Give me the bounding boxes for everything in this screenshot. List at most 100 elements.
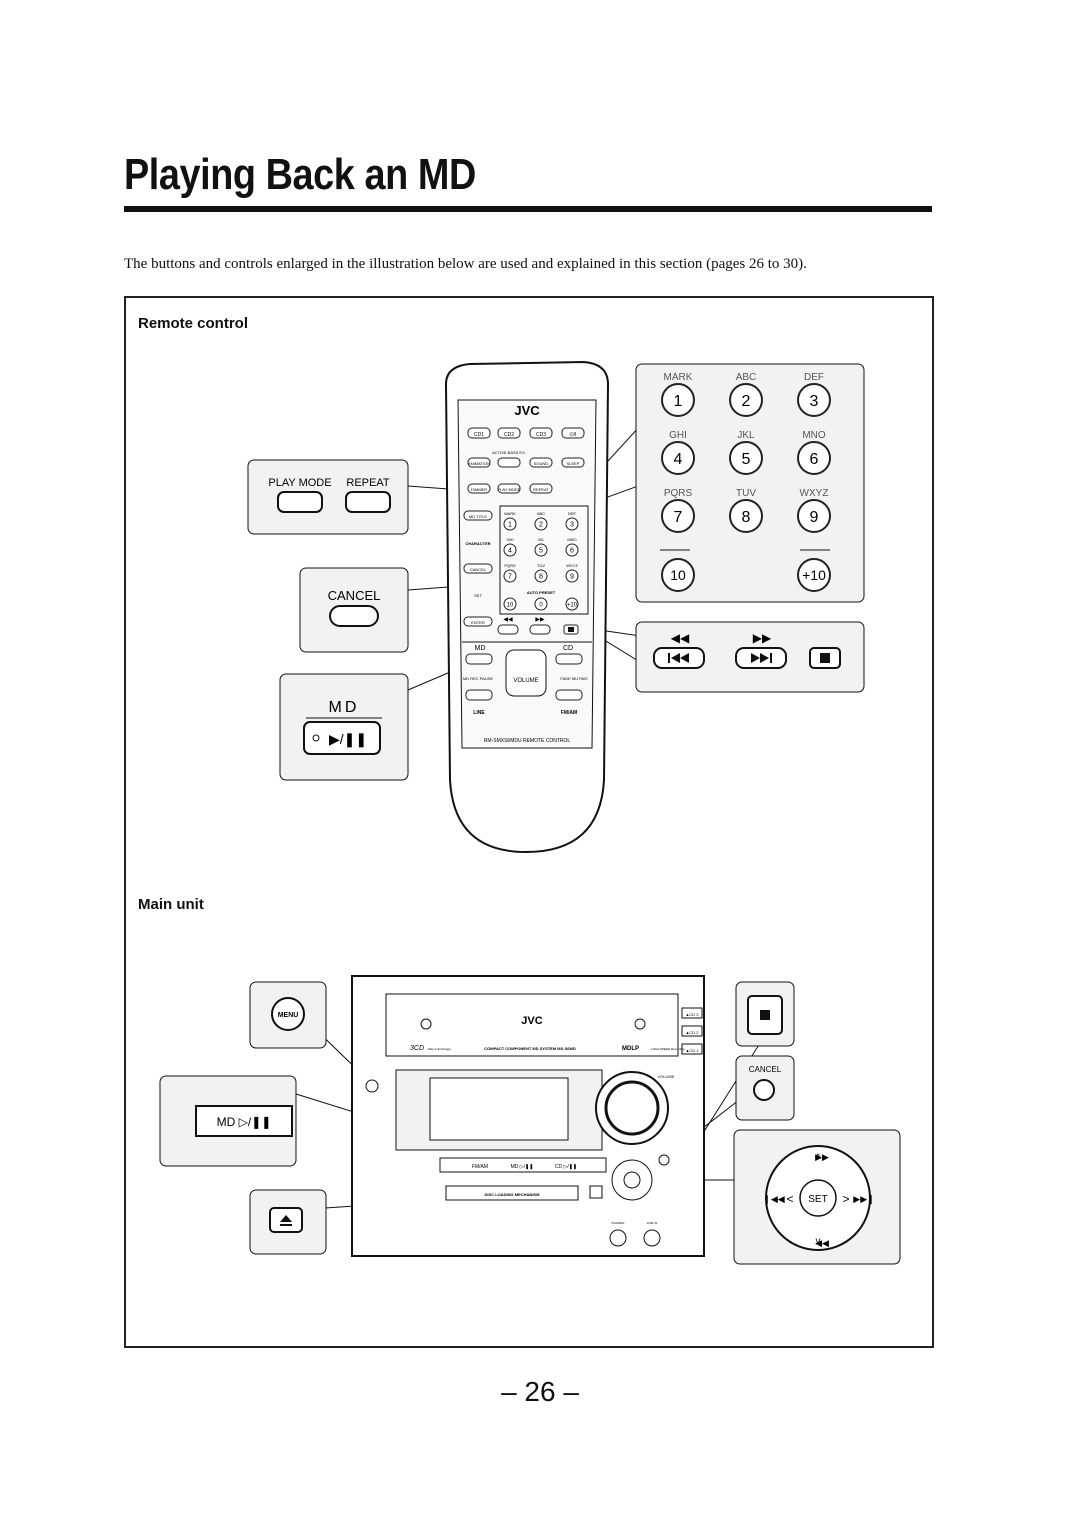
phones-label: PHONES — [612, 1221, 625, 1225]
remote-prev-button[interactable] — [497, 624, 519, 635]
power-button[interactable] — [561, 427, 585, 439]
zoom-key-letters: DEF — [804, 372, 824, 383]
md-rec-pause-button[interactable] — [465, 689, 493, 701]
key-plus10-button[interactable] — [797, 558, 831, 592]
cd3-button[interactable] — [529, 427, 553, 439]
zoom-key-4-button[interactable] — [661, 441, 695, 475]
md-play-pause-button[interactable] — [303, 721, 381, 755]
phones-jack[interactable] — [609, 1229, 627, 1247]
remote-volume-label: VOLUME — [513, 678, 538, 684]
remote-key-digit: +10 — [567, 603, 578, 609]
remote-key-letters: WXYZ — [566, 563, 578, 568]
sound-button[interactable] — [529, 457, 553, 468]
remote-key-3-button[interactable] — [565, 517, 579, 531]
remote-key-digit: 3 — [570, 522, 574, 529]
cancel-small-button[interactable] — [463, 563, 493, 574]
zoom-key-7-button[interactable] — [661, 499, 695, 533]
dial-down-icon: v — [816, 1236, 821, 1247]
remote-side-buttons: MD TITLE CHARACTER CANCEL SET ENTER — [463, 510, 493, 627]
zoom-key-letters: TUV — [736, 488, 756, 499]
unit-menu-button[interactable] — [365, 1079, 379, 1093]
unit-eject-button[interactable] — [589, 1185, 603, 1199]
repeat-button[interactable] — [345, 491, 391, 513]
remote-keypad: MARK1ABC2DEF3GHI4JKL5MNO6PQRS7TUV8WXYZ91… — [503, 511, 579, 611]
remote-key-2-button[interactable] — [534, 517, 548, 531]
remote-key-5-button[interactable] — [534, 543, 548, 557]
dial-left-icon: < — [786, 1192, 793, 1206]
remote-rewind-icon: ◀◀ — [503, 617, 513, 623]
cancel-button[interactable] — [329, 605, 379, 627]
remote-key-10-button[interactable] — [503, 597, 517, 611]
remote-volume-rocker[interactable] — [505, 649, 547, 697]
zoom-key-1-button[interactable] — [661, 383, 695, 417]
remote-next-button[interactable] — [529, 624, 551, 635]
zoom-key-2-button[interactable] — [729, 383, 763, 417]
zoom-key-5-button[interactable] — [729, 441, 763, 475]
remote-key-digit: 9 — [570, 574, 574, 581]
md-title-button[interactable] — [463, 510, 493, 521]
zoom-key-3-button[interactable] — [797, 383, 831, 417]
remote-md-play-pause-button[interactable] — [465, 653, 493, 665]
auto-preset-label: AUTO PRESET — [527, 590, 556, 595]
main-unit-illustration: ▲CD 3 ▲CD 2 ▲CD 1 JVC COMPACT COMPONENT … — [159, 975, 901, 1265]
remote-key-letters: TUV — [537, 563, 545, 568]
remote-illustration: JVC CD1 CD2 CD3 ⏻/I ANIMATION ACTIVE BAS… — [247, 360, 865, 854]
play-mode-small-button[interactable] — [497, 483, 521, 494]
key-10-button[interactable] — [661, 558, 695, 592]
remote-key-7-button[interactable] — [503, 569, 517, 583]
animation-button[interactable] — [467, 457, 491, 468]
eject-icon — [280, 1215, 292, 1226]
callout-md-label: MD — [329, 699, 360, 716]
zoom-key-digit: 4 — [674, 451, 683, 468]
cd1-tray-button[interactable] — [681, 1043, 703, 1055]
prev-track-icon — [668, 653, 689, 663]
zoom-key-digit: 1 — [674, 393, 683, 410]
callout-menu-label: MENU — [278, 1012, 299, 1019]
zoom-key-9-button[interactable] — [797, 499, 831, 533]
enter-label: ENTER — [471, 620, 485, 625]
remote-key-4-button[interactable] — [503, 543, 517, 557]
remote-key-8-button[interactable] — [534, 569, 548, 583]
bass-ex-button[interactable] — [497, 457, 521, 468]
dimmer-button[interactable] — [467, 483, 491, 494]
page-number: – 26 – — [501, 1376, 579, 1407]
repeat-small-button[interactable] — [529, 483, 553, 494]
remote-cd-play-pause-button[interactable] — [555, 653, 583, 665]
callout-unit-md-play: MD ▷/❚❚ — [159, 1075, 297, 1167]
enter-button[interactable] — [463, 616, 493, 627]
remote-key-1-button[interactable] — [503, 517, 517, 531]
remote-key-6-button[interactable] — [565, 543, 579, 557]
cd1-button[interactable] — [467, 427, 491, 439]
cancel-circle-button[interactable] — [753, 1079, 775, 1101]
remote-stop-icon — [568, 627, 574, 632]
remote-top-row: CD1 CD2 CD3 ⏻/I — [467, 427, 585, 439]
remote-key-0-button[interactable] — [534, 597, 548, 611]
fade-muting-button[interactable] — [555, 689, 583, 701]
bass-ex-label: ACTIVE BASS EX. — [492, 450, 526, 455]
unit-md-play-pause-button[interactable] — [195, 1105, 293, 1137]
cd1-tray-label: ▲CD 1 — [685, 1048, 699, 1053]
cd2-button[interactable] — [497, 427, 521, 439]
zoom-key-letters: MARK — [664, 372, 693, 383]
dial-up-icon: ^ — [815, 1151, 821, 1165]
cd3-tray-button[interactable] — [681, 1007, 703, 1019]
remote-key-letters: DEF — [568, 511, 577, 516]
zoom-key-8-button[interactable] — [729, 499, 763, 533]
line-in-jack[interactable] — [643, 1229, 661, 1247]
set-button[interactable] — [799, 1179, 837, 1217]
remote-key-+10-button[interactable] — [565, 597, 579, 611]
remote-key-9-button[interactable] — [565, 569, 579, 583]
zoom-key-digit: 2 — [742, 393, 751, 410]
cd2-tray-button[interactable] — [681, 1025, 703, 1037]
mdlp-label: MDLP — [622, 1046, 639, 1052]
remote-md-label: MD — [475, 645, 486, 652]
character-label: CHARACTER — [465, 541, 490, 546]
menu-button[interactable] — [271, 997, 305, 1031]
cd3-tray-label: ▲CD 3 — [685, 1012, 699, 1017]
sound-label: SOUND — [534, 461, 549, 466]
zoom-key-6-button[interactable] — [797, 441, 831, 475]
unit-cancel-button[interactable] — [658, 1154, 670, 1166]
sleep-button[interactable] — [561, 457, 585, 468]
play-mode-button[interactable] — [277, 491, 323, 513]
